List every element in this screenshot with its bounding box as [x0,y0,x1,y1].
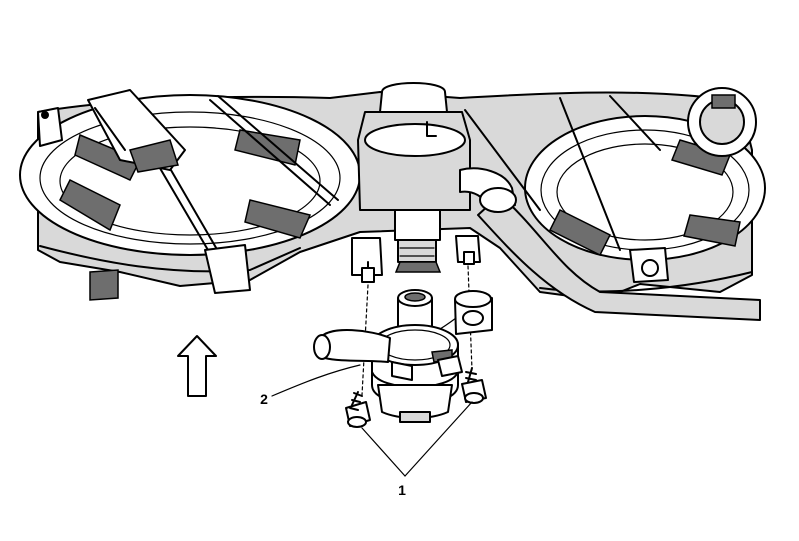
upper-hose-housing [351,82,517,276]
callout-2-pump: 2 [260,391,268,407]
callout-1-bolts: 1 [398,482,406,498]
auxiliary-water-pump [313,289,493,423]
callout-leaders [271,364,473,477]
bolt-left [345,261,375,428]
bolt-right [461,251,487,404]
front-direction-arrow-icon [177,335,217,397]
